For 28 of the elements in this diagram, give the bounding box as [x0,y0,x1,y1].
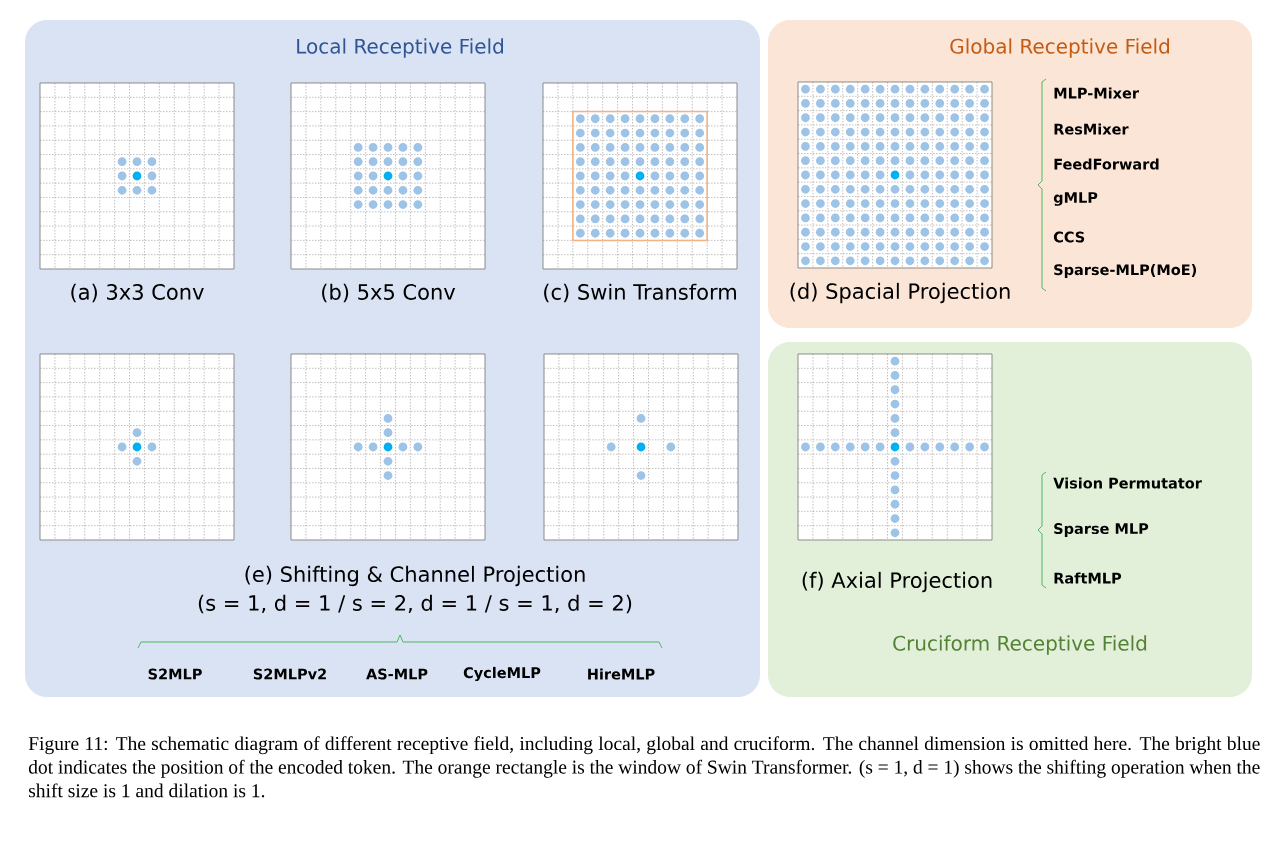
model-name: RaftMLP [1054,572,1122,584]
model-name: gMLP [1053,192,1098,206]
model-name: S2MLPv2 [253,668,326,680]
grid-caption: (d) Spacial Projection [790,282,1010,304]
grid-caption: (a) 3x3 Conv [71,283,204,303]
model-name: S2MLP [148,668,202,680]
model-name: CCS [1053,231,1085,243]
figure-caption: Figure 11: The schematic diagram of different receptive field, including local, global and cruciform. The channel dimension is omitted here. The bright blue dot indicates the position of the encoded token. The orange rectangle is the window of Swin Transformer. (s = 1, d = 1) shows the shifting operation when the shift size is 1 and dilation is 1. [28,736,1260,798]
model-name: HireMLP [588,668,655,680]
model-name: Sparse-MLP(MoE) [1054,264,1197,278]
grid-caption: (f) Axial Projection [802,571,992,593]
model-name: FeedForward [1054,158,1159,170]
grid-drawing [290,353,486,541]
grid-drawing [39,353,235,541]
model-name: AS-MLP [366,668,428,680]
model-name: MLP-Mixer [1054,87,1139,99]
model-name: Sparse MLP [1054,523,1149,537]
model-name: CycleMLP [463,666,541,682]
grid-drawing [543,353,739,541]
subfigure-caption: (e) Shifting & Channel Projection [245,565,585,587]
panel-heading: Global Receptive Field [950,38,1169,58]
model-name: Vision Permutator [1053,477,1202,489]
grid-caption: (b) 5x5 Conv [322,283,456,303]
grid-caption: (c) Swin Transform [544,283,736,303]
panel-heading: Cruciform Receptive Field [893,635,1147,655]
model-name: ResMixer [1054,123,1129,135]
panel-heading: Local Receptive Field [297,38,503,58]
subfigure-caption: (s = 1, d = 1 / s = 2, d = 1 / s = 1, d = 2) [198,594,632,614]
